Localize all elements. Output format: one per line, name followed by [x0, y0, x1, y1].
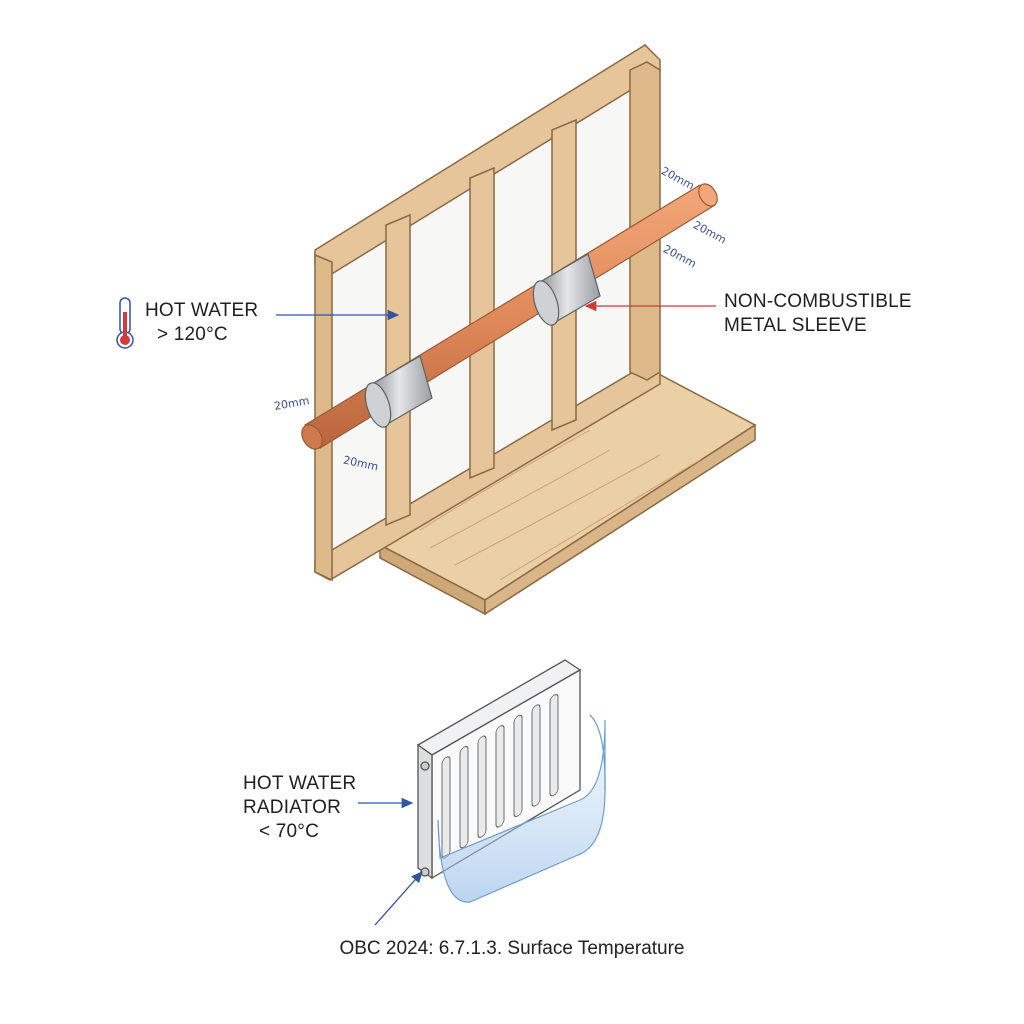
radiator-label: HOT WATER RADIATOR < 70°C — [243, 772, 356, 844]
metal-sleeve-left — [364, 355, 433, 428]
radiator-label-line1: HOT WATER — [243, 773, 357, 794]
sleeve-label-line2: METAL SLEEVE — [724, 315, 867, 336]
sleeve-label: NON-COMBUSTIBLE METAL SLEEVE — [724, 290, 912, 338]
sleeve-label-line1: NON-COMBUSTIBLE — [724, 291, 912, 312]
radiator-fins — [441, 693, 559, 859]
metal-sleeve-right — [532, 253, 601, 326]
floor-platform — [378, 371, 757, 616]
valve-arrow — [374, 871, 423, 926]
leader-lines — [276, 300, 716, 926]
code-reference-caption: OBC 2024: 6.7.1.3. Surface Temperature — [339, 938, 685, 959]
radiator-label-line2: RADIATOR — [243, 797, 342, 818]
hot-water-pipe-label: HOT WATER > 120°C — [145, 299, 258, 347]
thermometer-icon — [116, 297, 134, 349]
radiator-guard — [437, 714, 606, 903]
hot-water-pipe-label-line1: HOT WATER — [145, 300, 259, 321]
radiator — [416, 659, 582, 880]
hot-water-pipe-label-line2: > 120°C — [157, 324, 228, 345]
radiator-label-line3: < 70°C — [259, 821, 320, 842]
